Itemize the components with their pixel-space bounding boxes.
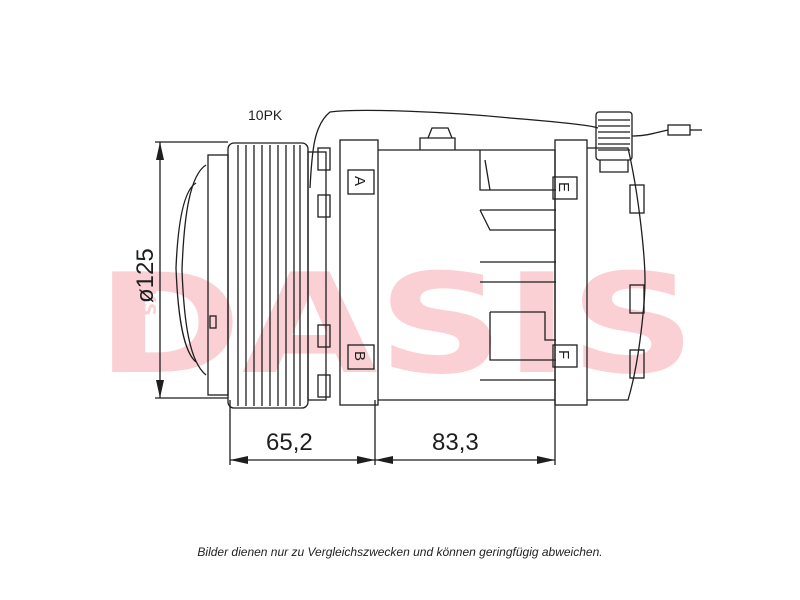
rear-flange (554, 139, 588, 406)
port-label-a: A (351, 176, 368, 186)
dimension-arrows (156, 142, 555, 464)
compressor-outline (155, 109, 702, 465)
clutch-plate (175, 182, 197, 363)
front-housing (307, 151, 327, 401)
diameter-label: ø125 (132, 248, 159, 303)
rear-housing (587, 147, 646, 401)
watermark: DASIS AKS (96, 244, 696, 405)
port-label-b: B (351, 351, 368, 361)
port-a-box (347, 169, 375, 195)
electrical-connector (309, 109, 702, 189)
disclaimer-note: Bilder dienen nur zu Vergleichszwecken u… (197, 545, 603, 559)
pulley (227, 142, 309, 409)
front-flange (339, 139, 379, 406)
diameter-dimension (155, 141, 228, 399)
watermark-logo: DASIS (96, 244, 696, 405)
port-e-box (552, 176, 578, 200)
port-label-e: E (555, 182, 572, 192)
dim-left-label: 65,2 (266, 429, 313, 456)
belt-label: 10PK (248, 107, 283, 123)
port-f-box (552, 344, 578, 368)
dim-right-label: 83,3 (432, 429, 479, 456)
port-label-f: F (555, 350, 572, 359)
port-b-box (347, 344, 375, 370)
watermark-side-text: AKS (138, 275, 159, 316)
